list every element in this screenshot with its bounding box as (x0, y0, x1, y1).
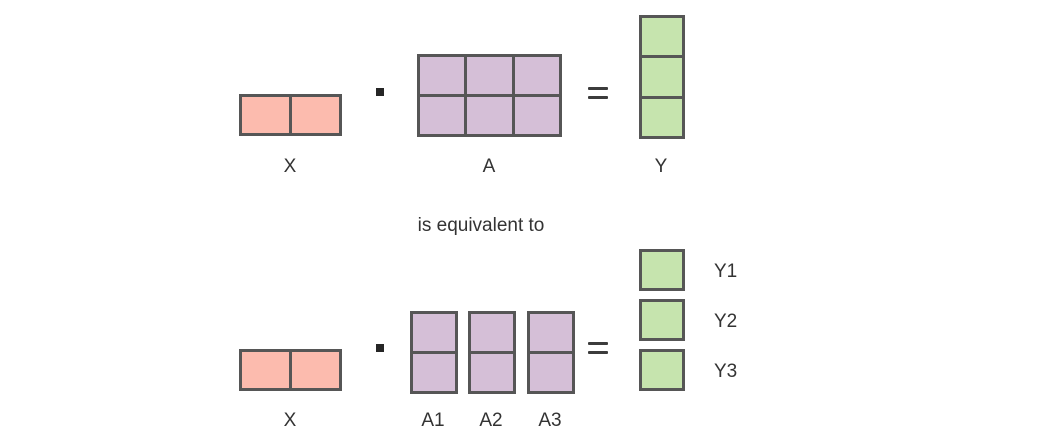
matrix-cell (530, 354, 572, 391)
equals-operator-icon (588, 342, 608, 356)
top-y-matrix (639, 15, 685, 139)
matrix-cell (413, 314, 455, 351)
bottom-y3-matrix (639, 349, 685, 391)
matrix-cell (471, 354, 513, 391)
bottom-y2-matrix (639, 299, 685, 341)
matrix-cell (471, 314, 513, 351)
matrix-cell (242, 97, 289, 133)
top-a-matrix (417, 54, 562, 137)
top-y-label: Y (654, 156, 668, 177)
matrix-cell (514, 97, 559, 134)
bottom-a2-label: A2 (479, 410, 503, 431)
bottom-a3-matrix (527, 311, 575, 394)
matrix-cell (242, 352, 289, 388)
matrix-cell (467, 97, 512, 134)
matrix-cell (642, 98, 682, 136)
top-a-label: A (482, 156, 496, 177)
equivalence-caption: is equivalent to (417, 215, 545, 236)
bottom-a1-matrix (410, 311, 458, 394)
matrix-cell (292, 97, 339, 133)
bottom-y2-label: Y2 (714, 311, 738, 332)
equals-operator-icon (588, 87, 608, 101)
bottom-a1-label: A1 (421, 410, 445, 431)
matrix-cell (514, 57, 559, 94)
bottom-y3-label: Y3 (714, 361, 738, 382)
dot-operator-icon (376, 344, 384, 352)
matrix-cell (642, 58, 682, 96)
bottom-x-matrix (239, 349, 342, 391)
matrix-cell (467, 57, 512, 94)
matrix-cell (642, 302, 682, 338)
matrix-cell (642, 252, 682, 288)
top-x-label: X (283, 156, 297, 177)
dot-operator-icon (376, 88, 384, 96)
bottom-a2-matrix (468, 311, 516, 394)
top-x-matrix (239, 94, 342, 136)
bottom-x-label: X (283, 410, 297, 431)
matrix-cell (420, 57, 465, 94)
matrix-cell (642, 352, 682, 388)
matrix-cell (292, 352, 339, 388)
matrix-cell (530, 314, 572, 351)
matrix-cell (642, 18, 682, 56)
bottom-y1-label: Y1 (714, 261, 738, 282)
bottom-y1-matrix (639, 249, 685, 291)
matrix-cell (413, 354, 455, 391)
bottom-a3-label: A3 (538, 410, 562, 431)
matrix-cell (420, 97, 465, 134)
